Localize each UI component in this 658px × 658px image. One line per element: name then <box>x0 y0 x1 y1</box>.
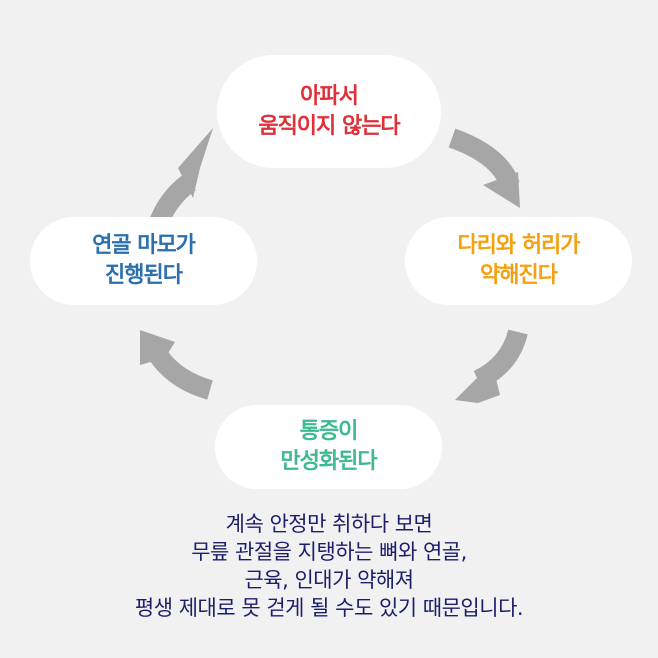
step-text: 진행된다 <box>105 263 183 288</box>
step-text: 다리와 허리가 <box>457 233 580 258</box>
arrowhead-icon <box>178 128 213 198</box>
caption-line: 근육, 인대가 약해져 <box>244 568 414 592</box>
cycle-step-top: 아파서 움직이지 않는다 <box>217 55 441 168</box>
arrowhead-icon <box>483 172 520 208</box>
step-text: 만성화된다 <box>280 449 377 474</box>
step-text: 아파서 <box>300 83 359 109</box>
caption: 계속 안정만 취하다 보면 무릎 관절을 지탱하는 뼈와 연골, 근육, 인대가… <box>0 510 658 622</box>
cycle-step-bottom: 통증이 만성화된다 <box>215 405 442 489</box>
arrowhead-icon <box>455 363 500 403</box>
step-text: 통증이 <box>299 419 359 444</box>
arrowhead-icon <box>140 330 175 365</box>
arrow-bottom-to-left <box>149 349 213 400</box>
caption-line: 평생 제대로 못 걷게 될 수도 있기 때문입니다. <box>134 596 524 620</box>
caption-line: 무릎 관절을 지탱하는 뼈와 연골, <box>191 540 467 564</box>
arrow-top-to-right <box>448 128 520 189</box>
step-text: 약해진다 <box>480 263 558 288</box>
step-text: 움직이지 않는다 <box>258 113 400 139</box>
cycle-step-left: 연골 마모가 진행된다 <box>30 217 257 305</box>
caption-line: 계속 안정만 취하다 보면 <box>225 512 433 536</box>
step-text: 연골 마모가 <box>92 233 196 258</box>
cycle-step-right: 다리와 허리가 약해진다 <box>405 217 632 305</box>
